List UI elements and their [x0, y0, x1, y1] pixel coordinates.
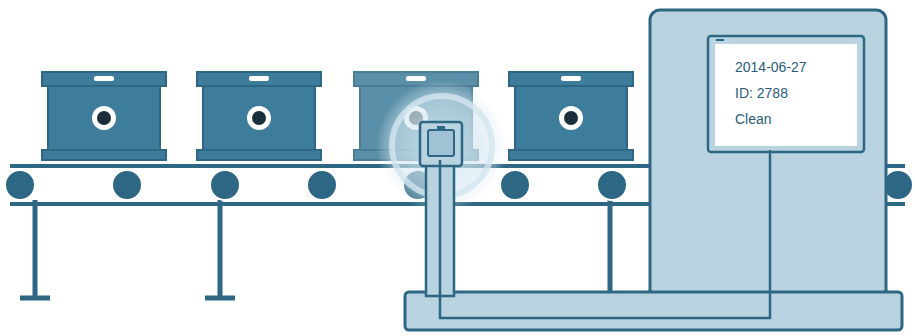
crate — [42, 72, 166, 160]
screen-display: 2014-06-27ID: 2788Clean — [715, 44, 857, 146]
crate — [197, 72, 321, 160]
conveyor-legs — [20, 200, 610, 298]
scanner-head — [420, 122, 462, 166]
scanner-tab — [437, 126, 445, 130]
crate — [509, 72, 633, 160]
scanner-lens — [428, 130, 454, 156]
screen-frame — [708, 36, 864, 152]
screen-line: Clean — [735, 106, 857, 132]
screen-line: 2014-06-27 — [735, 54, 857, 80]
base-platform — [405, 292, 902, 330]
screen-line: ID: 2788 — [735, 80, 857, 106]
signal-wire — [440, 150, 770, 318]
machine-body — [650, 10, 886, 302]
screen-led — [716, 39, 724, 41]
